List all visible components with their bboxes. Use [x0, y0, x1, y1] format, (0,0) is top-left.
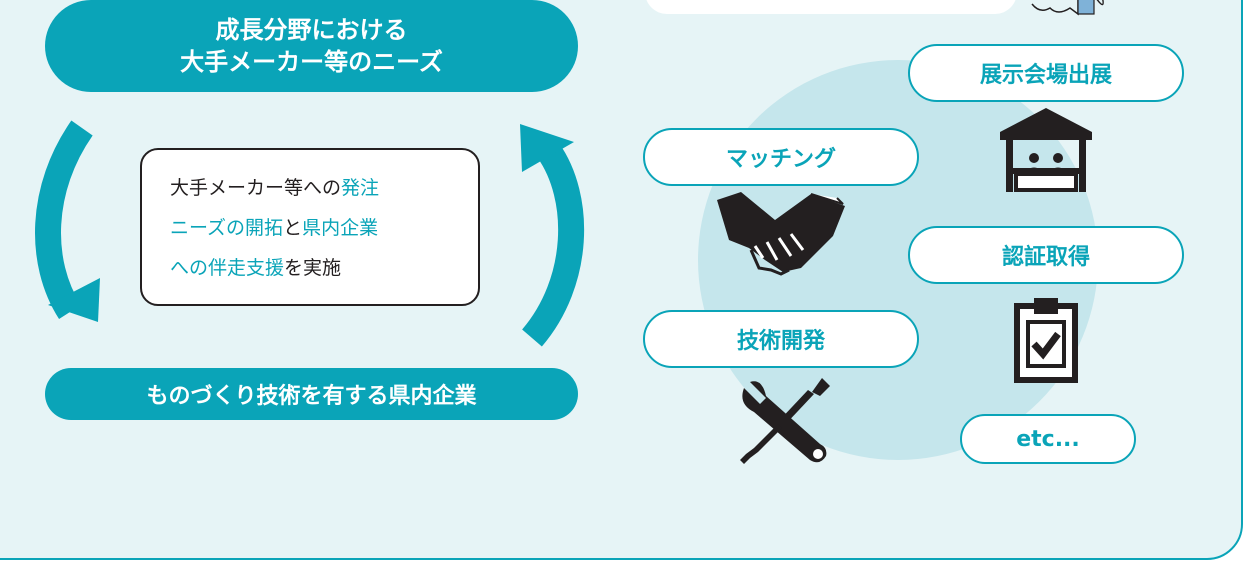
tech-dev-pill: 技術開発: [643, 310, 919, 368]
wrench-screwdriver-icon: [740, 378, 830, 464]
top-white-box: [645, 0, 1017, 14]
clipboard-check-icon: [1014, 298, 1078, 383]
up-arrow-icon: [520, 124, 585, 347]
illustration-fragment-icon: [1031, 0, 1104, 16]
matching-label: マッチング: [725, 147, 836, 172]
local-companies-label: ものづくり技術を有する県内企業: [146, 384, 477, 409]
matching-pill: マッチング: [643, 128, 919, 186]
needs-pill-line1: 成長分野における: [215, 16, 408, 44]
support-text-2c: 県内企業: [302, 217, 379, 239]
support-text-3b: を実施: [284, 257, 342, 279]
certification-label: 認証取得: [1001, 245, 1090, 270]
support-text-2a: ニーズの開拓: [170, 217, 284, 239]
etc-label: etc...: [1016, 426, 1080, 452]
down-arrow-icon: [35, 120, 100, 322]
exhibition-booth-icon: [1000, 108, 1092, 192]
exhibition-pill: 展示会場出展: [908, 44, 1184, 102]
support-text-2b: と: [283, 217, 303, 239]
support-text-3a: への伴走支援: [170, 257, 285, 279]
needs-pill: 成長分野における 大手メーカー等のニーズ: [45, 0, 578, 92]
handshake-icon: [717, 192, 845, 276]
support-description-box: 大手メーカー等への発注 ニーズの開拓と県内企業 への伴走支援を実施: [140, 148, 480, 306]
support-line-1: 大手メーカー等への発注: [170, 168, 468, 208]
support-line-2: ニーズの開拓と県内企業: [170, 208, 468, 248]
support-text-1b: 発注: [341, 177, 380, 199]
support-text-1a: 大手メーカー等への: [170, 177, 342, 199]
certification-pill: 認証取得: [908, 226, 1184, 284]
exhibition-label: 展示会場出展: [979, 63, 1112, 88]
needs-pill-line2: 大手メーカー等のニーズ: [180, 48, 443, 76]
support-line-3: への伴走支援を実施: [170, 248, 468, 288]
etc-pill: etc...: [960, 414, 1136, 464]
tech-dev-label: 技術開発: [736, 329, 825, 354]
local-companies-pill: ものづくり技術を有する県内企業: [45, 368, 578, 420]
